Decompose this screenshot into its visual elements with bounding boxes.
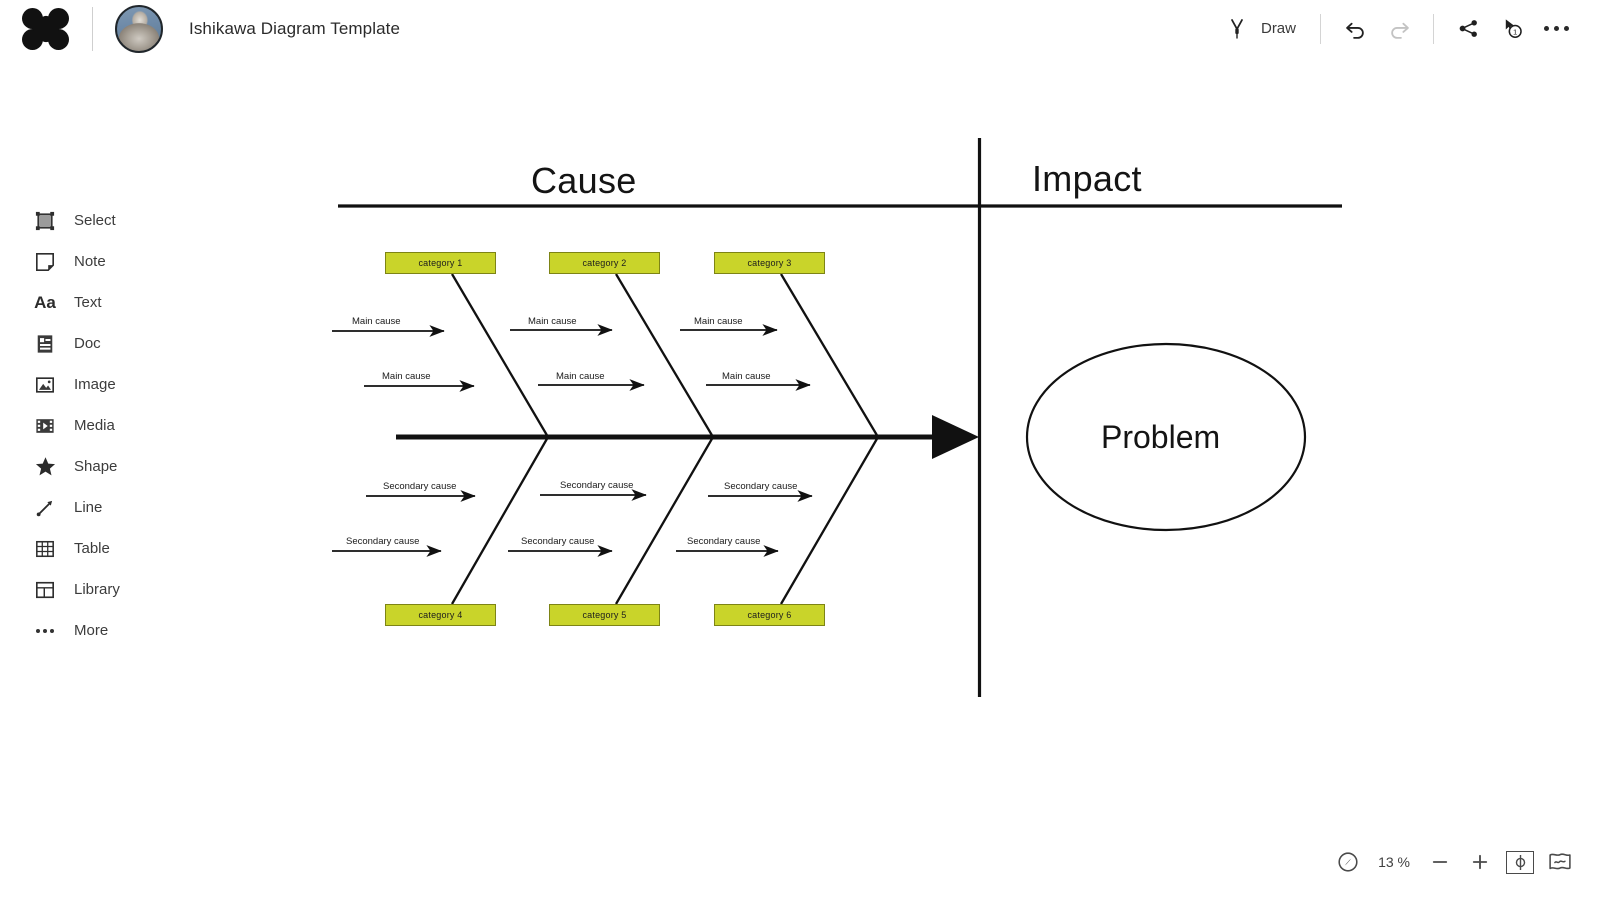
cursor-presence-icon[interactable]: 1 — [1490, 7, 1534, 51]
impact-header[interactable]: Impact — [1032, 158, 1142, 199]
main-cause-label[interactable]: Main cause — [556, 371, 605, 382]
line-arrow-icon — [34, 497, 56, 519]
fit-to-screen-icon — [1506, 850, 1534, 874]
more-horizontal-icon[interactable] — [1534, 7, 1578, 51]
bone-bottom-2 — [615, 436, 714, 605]
category-box-1[interactable]: category 1 — [385, 252, 496, 274]
category-box-4[interactable]: category 4 — [385, 604, 496, 626]
sidebar-item-note[interactable]: Note — [0, 241, 170, 282]
sidebar-item-label: Select — [74, 212, 116, 229]
app-logo-four-circles[interactable] — [22, 7, 74, 50]
secondary-cause-label[interactable]: Secondary cause — [687, 536, 761, 547]
bone-top-3 — [780, 273, 879, 438]
zoom-out-button[interactable] — [1420, 842, 1460, 882]
minimap-button[interactable] — [1540, 842, 1580, 882]
library-panel-icon — [34, 579, 56, 601]
sticky-note-icon — [34, 251, 56, 273]
pen-draw-icon[interactable] — [1215, 7, 1259, 51]
user-avatar-photo[interactable] — [115, 4, 163, 53]
main-cause-label[interactable]: Main cause — [352, 316, 401, 327]
sidebar-item-label: Note — [74, 253, 106, 270]
redo-arrow-icon[interactable] — [1377, 7, 1421, 51]
main-cause-label[interactable]: Main cause — [528, 316, 577, 327]
top-toolbar: Ishikawa Diagram Template Draw — [0, 0, 1600, 57]
sidebar-item-label: Media — [74, 417, 115, 434]
secondary-cause-label[interactable]: Secondary cause — [383, 481, 457, 492]
cause-header[interactable]: Cause — [531, 160, 637, 201]
document-icon — [34, 333, 56, 355]
main-cause-label[interactable]: Main cause — [694, 316, 743, 327]
zoom-in-button[interactable] — [1460, 842, 1500, 882]
sidebar-item-label: Text — [74, 294, 102, 311]
toolbar-separator-2 — [1433, 13, 1434, 44]
secondary-cause-label[interactable]: Secondary cause — [346, 536, 420, 547]
top-toolbar-actions: Draw — [1215, 7, 1600, 51]
problem-label[interactable]: Problem — [1101, 419, 1221, 455]
main-cause-label[interactable]: Main cause — [382, 371, 431, 382]
document-title[interactable]: Ishikawa Diagram Template — [189, 18, 400, 38]
left-tool-rail: Select Note Aa Text Doc — [0, 200, 170, 651]
sidebar-item-label: Library — [74, 581, 120, 598]
bone-top-2 — [615, 273, 714, 438]
compass-navigator-icon[interactable] — [1328, 842, 1368, 882]
zoom-controls: 13 % — [1328, 842, 1580, 882]
table-grid-icon — [34, 538, 56, 560]
sidebar-item-shape[interactable]: Shape — [0, 446, 170, 487]
sidebar-item-image[interactable]: Image — [0, 364, 170, 405]
sidebar-item-label: Line — [74, 499, 103, 516]
svg-text:1: 1 — [1513, 28, 1517, 37]
sidebar-item-label: More — [74, 622, 109, 639]
sidebar-item-line[interactable]: Line — [0, 487, 170, 528]
category-box-5[interactable]: category 5 — [549, 604, 660, 626]
sidebar-item-label: Doc — [74, 335, 101, 352]
undo-arrow-icon[interactable] — [1333, 7, 1377, 51]
fit-to-screen-button[interactable] — [1500, 842, 1540, 882]
image-picture-icon — [34, 374, 56, 396]
main-cause-label[interactable]: Main cause — [722, 371, 771, 382]
share-network-icon[interactable] — [1446, 7, 1490, 51]
sidebar-item-label: Table — [74, 540, 110, 557]
more-horizontal-icon — [34, 620, 56, 642]
problem-ellipse — [1025, 342, 1307, 532]
toolbar-divider — [92, 6, 93, 51]
secondary-cause-label[interactable]: Secondary cause — [560, 480, 634, 491]
category-box-3[interactable]: category 3 — [714, 252, 825, 274]
sidebar-item-media[interactable]: Media — [0, 405, 170, 446]
text-aa-icon: Aa — [34, 292, 56, 312]
sidebar-item-text[interactable]: Aa Text — [0, 282, 170, 323]
media-film-icon — [34, 415, 56, 437]
sidebar-item-library[interactable]: Library — [0, 569, 170, 610]
bone-bottom-3 — [780, 436, 879, 605]
bone-top-1 — [451, 273, 549, 438]
select-frame-icon — [34, 210, 56, 232]
spine-arrowhead — [932, 415, 979, 459]
sidebar-item-doc[interactable]: Doc — [0, 323, 170, 364]
sidebar-item-table[interactable]: Table — [0, 528, 170, 569]
secondary-cause-label[interactable]: Secondary cause — [724, 481, 798, 492]
category-box-6[interactable]: category 6 — [714, 604, 825, 626]
sidebar-item-more[interactable]: More — [0, 610, 170, 651]
sidebar-item-label: Shape — [74, 458, 118, 475]
bone-bottom-1 — [451, 436, 549, 605]
zoom-percent[interactable]: 13 % — [1378, 854, 1410, 870]
sidebar-item-select[interactable]: Select — [0, 200, 170, 241]
draw-label[interactable]: Draw — [1260, 20, 1296, 37]
category-box-2[interactable]: category 2 — [549, 252, 660, 274]
sidebar-item-label: Image — [74, 376, 116, 393]
secondary-cause-label[interactable]: Secondary cause — [521, 536, 595, 547]
shape-star-icon — [34, 456, 56, 478]
toolbar-separator-1 — [1320, 13, 1321, 44]
